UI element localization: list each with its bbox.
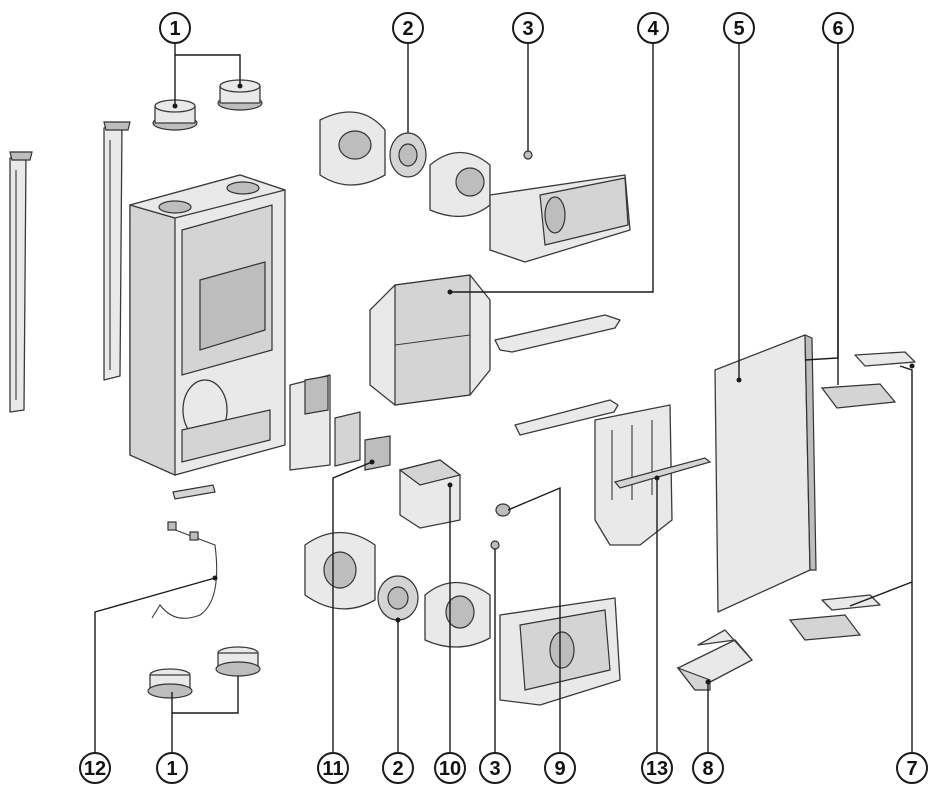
control-board <box>334 411 391 471</box>
svg-text:12: 12 <box>84 758 106 780</box>
spigot-top-right <box>217 79 263 111</box>
fan-housing-bottom-right <box>424 582 491 648</box>
mounting-rail-right <box>103 121 131 381</box>
svg-text:13: 13 <box>646 758 668 780</box>
sensor-bottom <box>490 540 500 550</box>
callout-bottom-11: 11 <box>317 752 349 784</box>
callout-bottom-1: 1 <box>156 752 188 784</box>
front-panel <box>714 334 817 613</box>
svg-text:11: 11 <box>322 758 343 780</box>
svg-text:7: 7 <box>906 758 917 780</box>
drain-tray <box>594 404 712 546</box>
callout-bottom-2: 2 <box>382 752 414 784</box>
heat-exchanger <box>369 274 491 406</box>
svg-text:9: 9 <box>554 758 565 780</box>
upper-duct-assembly <box>489 174 631 263</box>
svg-text:3: 3 <box>522 18 533 40</box>
fan-housing-top-right <box>429 152 491 218</box>
leader-dots <box>172 83 915 685</box>
sensor-top <box>523 150 533 160</box>
bracket-bar-lower <box>514 399 619 436</box>
svg-text:3: 3 <box>489 758 500 780</box>
filter-upper <box>820 383 897 409</box>
electronics-bracket <box>289 374 331 471</box>
callout-top-4: 4 <box>637 12 669 44</box>
callout-bottom-7: 7 <box>896 752 928 784</box>
svg-text:1: 1 <box>166 758 177 780</box>
callout-bottom-12: 12 <box>79 752 111 784</box>
svg-text:2: 2 <box>392 758 403 780</box>
filter-cover-lower <box>821 594 881 611</box>
condensate-sensor <box>495 503 511 517</box>
svg-text:2: 2 <box>402 18 413 40</box>
bracket-bar-upper <box>494 314 621 353</box>
fan-impeller-top <box>389 132 427 178</box>
cable-harness <box>151 484 218 619</box>
mounting-rail-left <box>9 151 33 413</box>
spigot-bottom-left <box>147 668 193 699</box>
callout-bottom-9: 9 <box>544 752 576 784</box>
fan-housing-top-left <box>319 111 386 186</box>
callout-top-1: 1 <box>159 12 191 44</box>
svg-text:8: 8 <box>702 758 713 780</box>
callout-bottom-8: 8 <box>692 752 724 784</box>
callout-top-2: 2 <box>392 12 424 44</box>
svg-text:1: 1 <box>169 18 180 40</box>
svg-text:6: 6 <box>832 18 843 40</box>
fan-housing-bottom-left <box>304 532 376 610</box>
electrical-box <box>398 459 462 529</box>
spigot-bottom-right <box>215 646 261 677</box>
lower-duct-assembly <box>499 597 621 706</box>
callout-bottom-13: 13 <box>641 752 673 784</box>
callout-top-3: 3 <box>512 12 544 44</box>
callout-top-5: 5 <box>723 12 755 44</box>
svg-text:5: 5 <box>733 18 744 40</box>
svg-text:4: 4 <box>647 18 659 40</box>
main-housing <box>129 174 286 476</box>
svg-text:10: 10 <box>439 758 461 780</box>
callout-bottom-10: 10 <box>434 752 466 784</box>
leader-lines <box>94 43 913 752</box>
callout-top-6: 6 <box>822 12 854 44</box>
fan-impeller-bottom <box>377 575 419 621</box>
callout-bottom-3: 3 <box>479 752 511 784</box>
controller-box <box>676 629 753 691</box>
filter-lower <box>788 614 862 641</box>
filter-cover-upper <box>854 351 916 367</box>
